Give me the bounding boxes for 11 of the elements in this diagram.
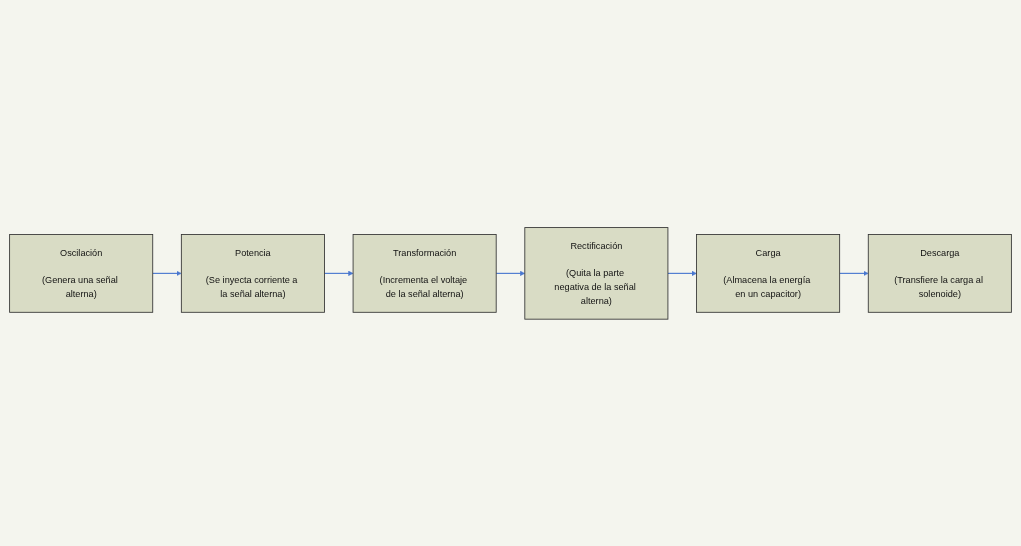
arrow xyxy=(495,270,526,276)
node-box: Potencia (Se inyecta corriente a la señal alterna) xyxy=(180,233,325,313)
node-box: Oscilación (Genera una señal alterna) xyxy=(9,233,154,313)
arrow xyxy=(152,270,182,276)
node-box: Transformación (Incrementa el voltaje de la señal alterna) xyxy=(352,233,497,313)
node-box: Descarga (Transfiere la carga al solenoide) xyxy=(867,233,1012,313)
arrow xyxy=(323,270,354,276)
arrow xyxy=(839,270,869,276)
node-box: Rectificación (Quita la parte negativa de la señal alterna) xyxy=(524,226,669,320)
arrow xyxy=(667,270,697,276)
node-box: Carga (Almacena la energía en un capacitor) xyxy=(696,233,841,313)
